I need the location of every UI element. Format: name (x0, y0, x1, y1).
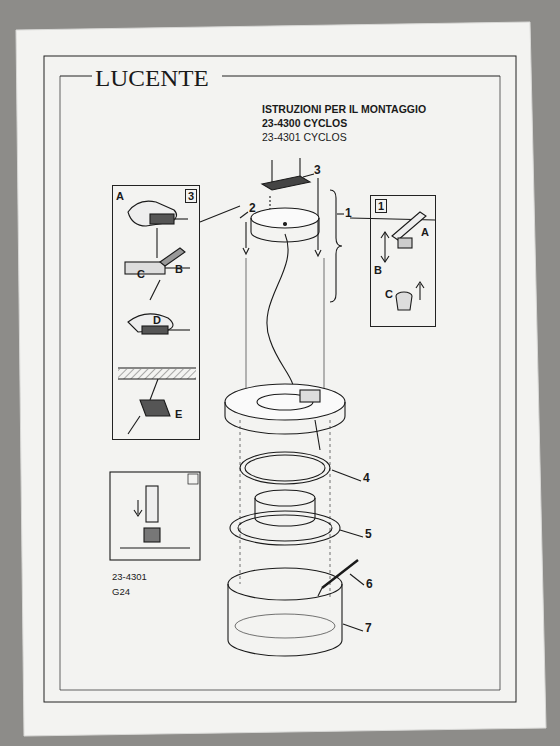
model-number: 23-4301 CYCLOS (262, 132, 347, 144)
callout-number: 3 (314, 164, 321, 177)
step-letter: A (116, 190, 124, 202)
callout-number: 2 (249, 202, 256, 215)
callout-number: 7 (365, 622, 372, 635)
step-letter: D (153, 314, 161, 326)
step-letter: C (385, 288, 393, 300)
model-number: 23-4300 CYCLOS (262, 118, 347, 130)
model-number: 23-4301 (112, 572, 147, 582)
step-letter: B (374, 264, 382, 276)
callout-number: 4 (363, 472, 370, 485)
lamp-socket: G24 (112, 587, 130, 597)
sheet-title: ISTRUZIONI PER IL MONTAGGIO (262, 104, 426, 116)
brand-logo: LUCENTE (95, 65, 209, 91)
callout-number: 1 (345, 207, 352, 220)
step-letter: A (421, 226, 429, 238)
step-letter: E (175, 408, 182, 420)
step-number: 1 (375, 199, 387, 213)
step-number: 3 (185, 189, 197, 203)
step-inset: 1A BC (370, 195, 436, 327)
step-letter: C (137, 268, 145, 280)
callout-number: 5 (365, 528, 372, 541)
step-letter: B (175, 263, 183, 275)
callout-number: 6 (366, 578, 373, 591)
step-inset: 3 A B C D E (112, 185, 200, 440)
